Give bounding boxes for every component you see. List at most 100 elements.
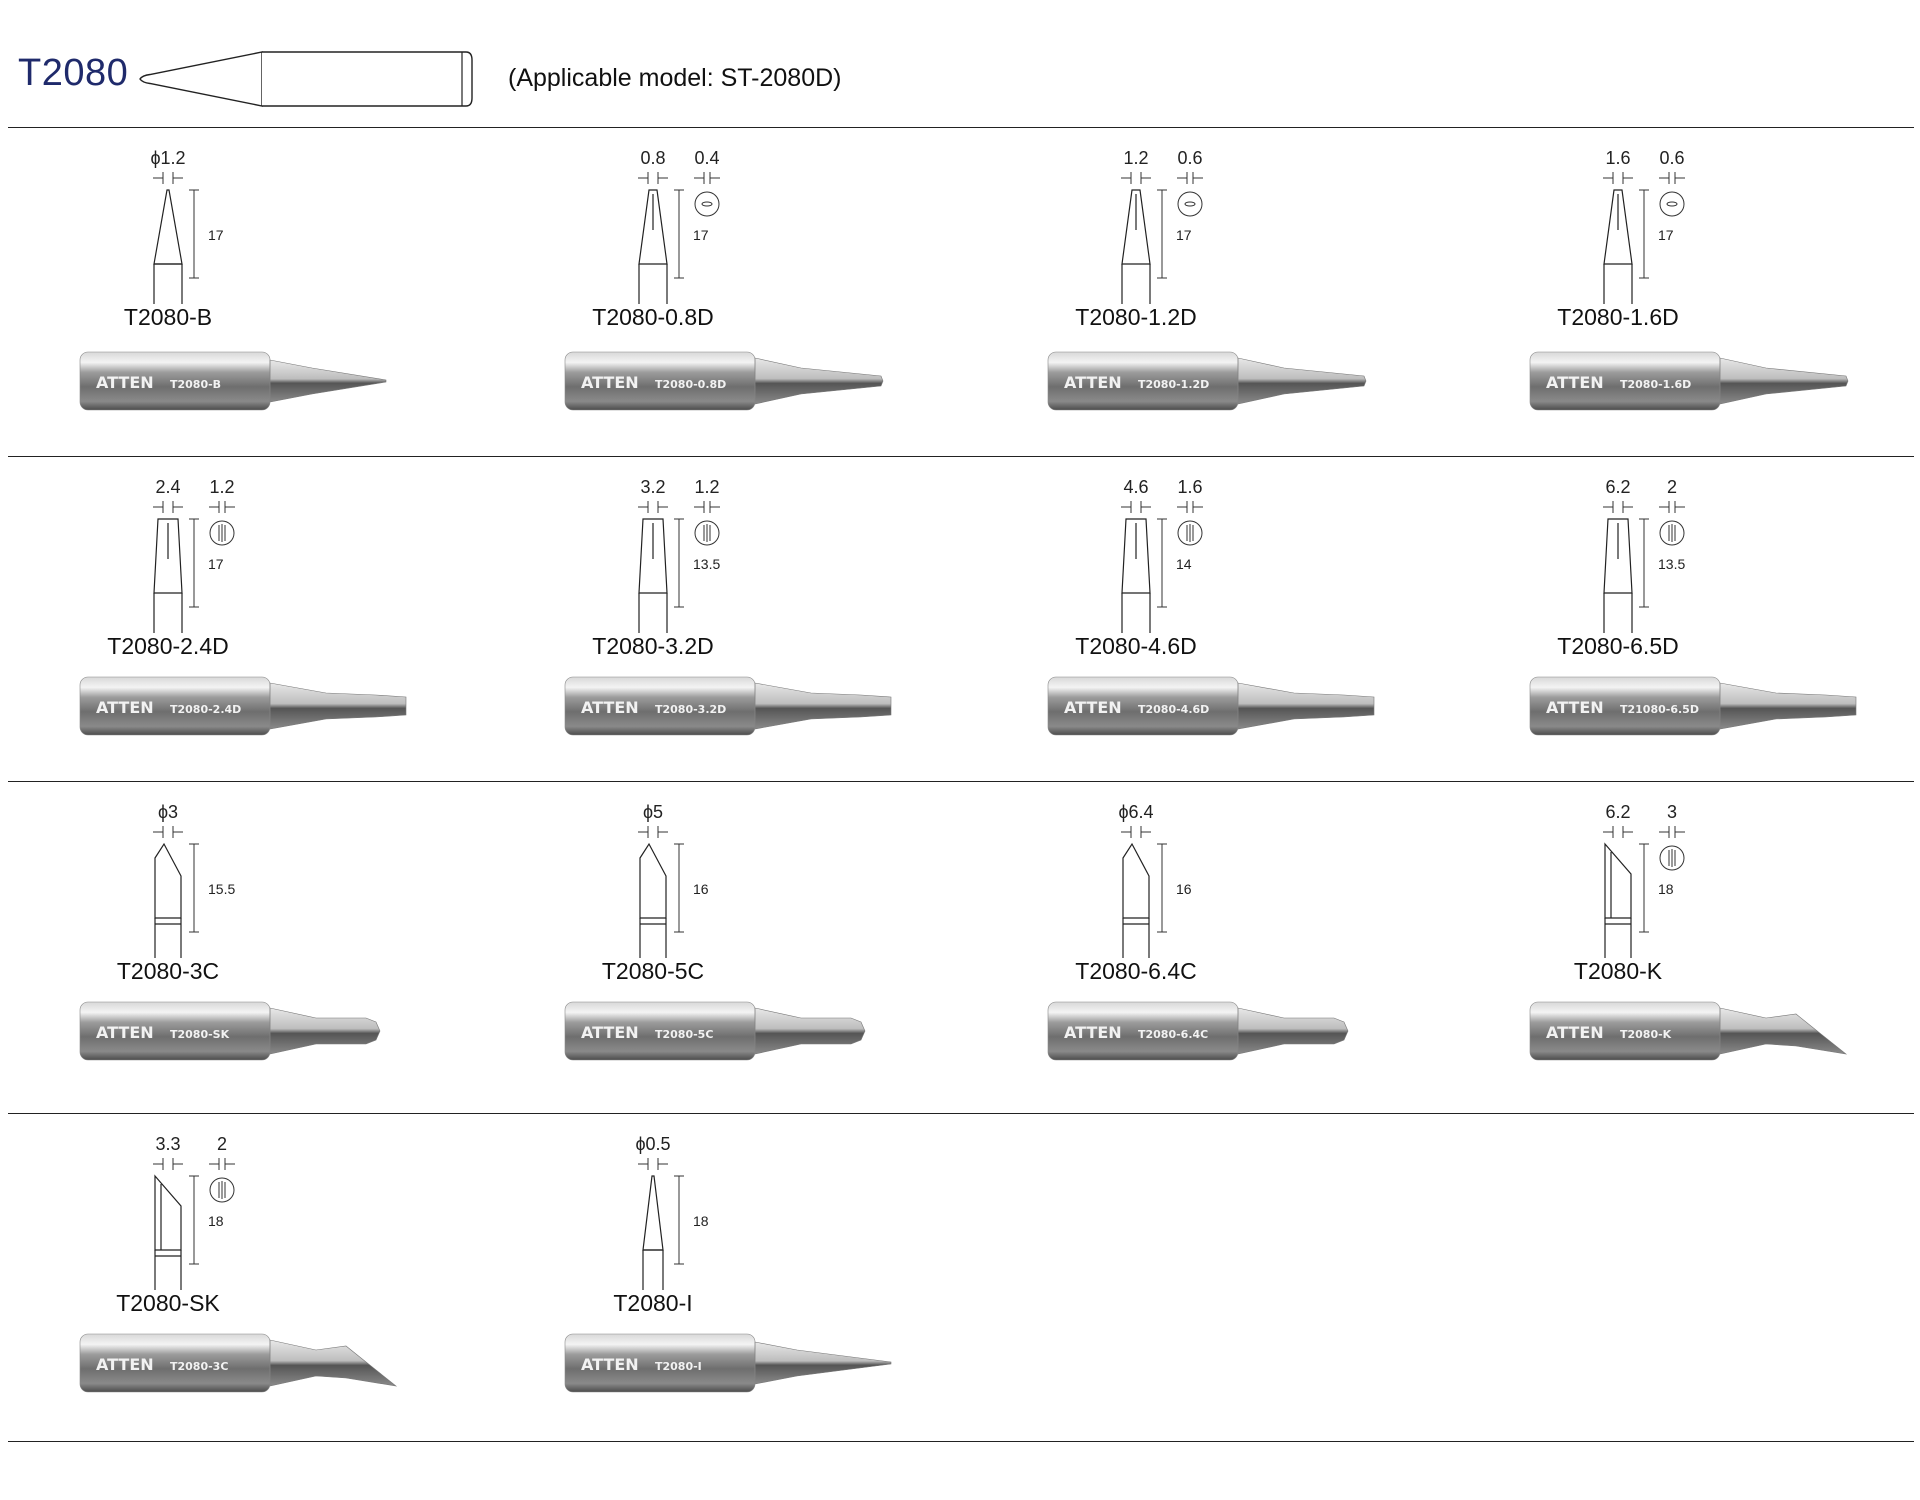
dimension-arrow-icon (1659, 501, 1685, 513)
engraved-model: T2080-B (170, 378, 221, 391)
length-dimension-icon (674, 518, 684, 608)
tip-model-label: T2080-6.4C (1075, 958, 1197, 984)
engraved-model: T2080-2.4D (170, 703, 241, 716)
length-dimension: 17 (1658, 227, 1674, 243)
length-dimension: 17 (1176, 227, 1192, 243)
engraved-model: T2080-3.2D (655, 703, 726, 716)
tip-model-label: T2080-4.6D (1075, 633, 1197, 659)
chisel-tip-icon (638, 189, 668, 304)
cross-section-icon (694, 191, 720, 217)
dimension-arrow-icon (638, 826, 668, 838)
brand-logo: ATTEN (96, 1023, 154, 1042)
length-dimension: 16 (693, 881, 709, 897)
engraved-model: T2080-6.4C (1138, 1028, 1208, 1041)
width-dimension: 6.2 (1605, 477, 1630, 497)
width-dimension: 3.2 (640, 477, 665, 497)
dimension-arrow-icon (638, 1158, 668, 1170)
brand-logo: ATTEN (1064, 698, 1122, 717)
knife-tip-icon (154, 1174, 182, 1290)
length-dimension: 17 (208, 556, 224, 572)
chisel-tip-icon (1121, 189, 1151, 304)
thickness-dimension: 2 (1667, 477, 1677, 497)
dimension-arrow-icon (153, 826, 183, 838)
length-dimension-icon (189, 189, 199, 279)
length-dimension: 17 (693, 227, 709, 243)
thickness-dimension: 1.6 (1177, 477, 1202, 497)
dimension-arrow-icon (1177, 172, 1203, 184)
length-dimension: 13.5 (693, 556, 720, 572)
dimension-arrow-icon (1121, 501, 1151, 513)
length-dimension-icon (189, 518, 199, 608)
length-dimension: 16 (1176, 881, 1192, 897)
tip-photo: ATTEN T2080-1.2D (1047, 351, 1367, 411)
brand-logo: ATTEN (1064, 373, 1122, 392)
length-dimension-icon (1639, 518, 1649, 608)
length-dimension-icon (1157, 843, 1167, 933)
chisel-tip-icon (1603, 189, 1633, 304)
width-dimension: 0.8 (640, 148, 665, 168)
tip-dimension-drawing: 4.6 1.6 14 (1121, 477, 1203, 633)
brand-logo: ATTEN (581, 1355, 639, 1374)
dimension-arrow-icon (1177, 501, 1203, 513)
brand-logo: ATTEN (581, 1023, 639, 1042)
knife-tip-icon (1604, 842, 1632, 958)
tip-dimension-drawing: ϕ1.217 (150, 148, 224, 304)
dimension-arrow-icon (1121, 826, 1151, 838)
bevel-tip-icon (1122, 842, 1150, 958)
length-dimension: 15.5 (208, 881, 235, 897)
tip-model-label: T2080-6.5D (1557, 633, 1679, 659)
length-dimension: 18 (208, 1213, 224, 1229)
engraved-model: T2080-1.6D (1620, 378, 1691, 391)
dimension-arrow-icon (1603, 172, 1633, 184)
length-dimension: 14 (1176, 556, 1192, 572)
length-dimension-icon (189, 1175, 199, 1265)
cross-section-icon (209, 520, 235, 546)
divider (8, 1441, 1914, 1442)
thickness-dimension: 1.2 (694, 477, 719, 497)
engraved-model: T2080-K (1620, 1028, 1672, 1041)
tip-dimension-drawing: ϕ0.518 (635, 1134, 709, 1290)
length-dimension-icon (1639, 189, 1649, 279)
brand-logo: ATTEN (1546, 1023, 1604, 1042)
engraved-model: T2080-5C (655, 1028, 713, 1041)
dimension-arrow-icon (1659, 826, 1685, 838)
engraved-model: T2080-3C (170, 1360, 228, 1373)
divider (8, 781, 1914, 782)
cross-section-icon (1659, 520, 1685, 546)
dimension-arrow-icon (153, 1158, 183, 1170)
length-dimension: 17 (208, 227, 224, 243)
dimension-arrow-icon (694, 172, 720, 184)
page-header: T2080 (Applicable model: ST-2080D) (0, 0, 1920, 128)
tip-model-label: T2080-1.2D (1075, 304, 1197, 330)
cross-section-icon (1659, 845, 1685, 871)
tip-model-label: T2080-0.8D (592, 304, 714, 330)
divider (8, 456, 1914, 457)
dimension-arrow-icon (1603, 826, 1633, 838)
width-dimension: 4.6 (1123, 477, 1148, 497)
divider (8, 127, 1914, 128)
dimension-arrow-icon (209, 1158, 235, 1170)
length-dimension: 18 (693, 1213, 709, 1229)
chisel-tip-icon (153, 518, 183, 633)
engraved-model: T2080-1.2D (1138, 378, 1209, 391)
dimension-arrow-icon (638, 172, 668, 184)
tip-dimension-drawing: 3.2 1.2 13.5 (638, 477, 720, 633)
length-dimension: 13.5 (1658, 556, 1685, 572)
dimension-arrow-icon (1603, 501, 1633, 513)
tip-dimension-drawing: 6.2 2 13.5 (1603, 477, 1685, 633)
